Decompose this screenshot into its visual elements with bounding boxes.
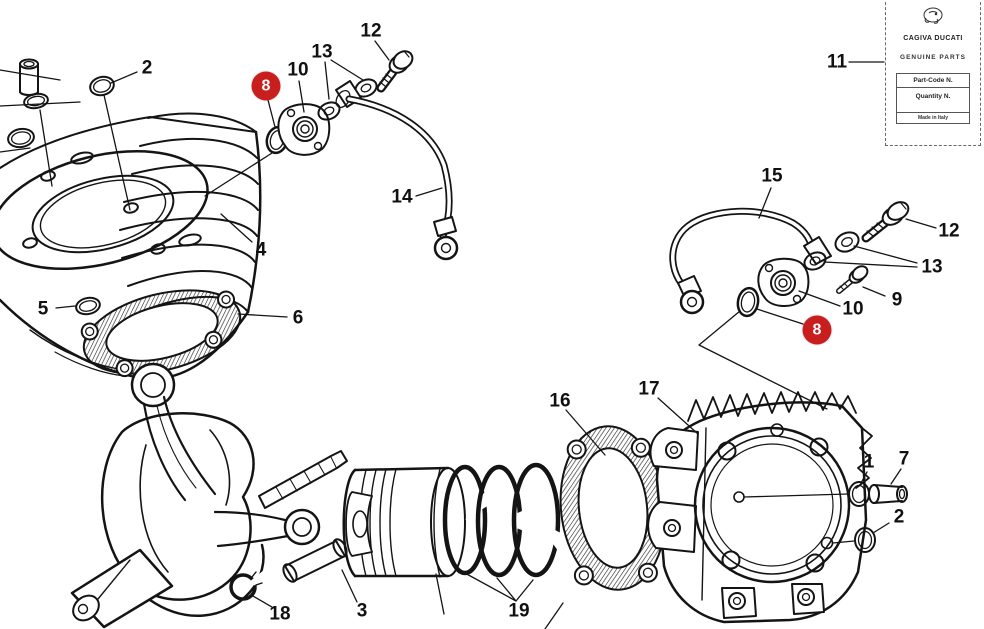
union-flange-right-drawing xyxy=(757,257,810,307)
part-callout-15: 15 xyxy=(761,165,783,187)
union-flange-left-drawing xyxy=(277,103,331,156)
part-callout-10-right: 10 xyxy=(842,298,864,320)
part-callout-17: 17 xyxy=(638,378,660,400)
part-code-card: Part-Code N. Quantity N. Made in Italy xyxy=(896,73,970,124)
part-callout-7: 7 xyxy=(898,448,910,470)
made-in-label: Made in Italy xyxy=(917,115,948,121)
genuine-parts-label-box: CAGIVA DUCATI GENUINE PARTS Part-Code N.… xyxy=(885,0,981,146)
part-callout-12-right: 12 xyxy=(938,220,960,242)
part-callout-18: 18 xyxy=(269,603,291,625)
head-gasket-left-drawing xyxy=(80,289,242,378)
connecting-rods-drawing xyxy=(130,362,348,548)
banjo-bolt-12-right-drawing xyxy=(861,201,910,243)
part-callout-10-left: 10 xyxy=(287,59,309,81)
piston-drawing xyxy=(342,466,466,578)
piston-pin-3-drawing xyxy=(282,538,348,583)
part-callout-2-right: 2 xyxy=(893,506,905,528)
part-callout-6: 6 xyxy=(292,307,304,329)
part-callout-2-top-left: 2 xyxy=(141,57,153,79)
oil-hose-15-drawing xyxy=(669,207,832,315)
part-badge-8-right[interactable]: 8 xyxy=(802,315,832,345)
base-gasket-16-drawing xyxy=(559,425,667,591)
crankshaft-drawing xyxy=(70,412,265,629)
banjo-bolt-12-left-drawing xyxy=(376,50,414,93)
dowel-orings-top-left-drawing xyxy=(7,58,49,149)
part-callout-5: 5 xyxy=(37,298,49,320)
elephant-logo-icon xyxy=(920,6,946,31)
part-callout-13-left: 13 xyxy=(311,41,333,63)
part-callout-19: 19 xyxy=(508,600,530,622)
part-callout-3: 3 xyxy=(356,600,368,622)
oring-8-right-drawing xyxy=(736,286,760,318)
part-code-label: Part-Code N. xyxy=(897,74,969,88)
genuine-parts-text: GENUINE PARTS xyxy=(900,54,966,61)
part-callout-4: 4 xyxy=(255,239,267,261)
part-callout-14: 14 xyxy=(391,186,413,208)
brand-text: CAGIVA DUCATI xyxy=(903,35,963,42)
cylinder-right-drawing xyxy=(647,391,873,624)
quantity-label: Quantity N. xyxy=(897,88,969,113)
oring-2-right-drawing xyxy=(854,527,876,553)
part-badge-8-left[interactable]: 8 xyxy=(251,71,281,101)
leader-lines xyxy=(0,40,937,629)
part-callout-12-left: 12 xyxy=(360,20,382,42)
bleed-screw-9-drawing xyxy=(836,265,869,294)
oil-hose-14-drawing xyxy=(345,95,459,261)
part-callout-13-right: 13 xyxy=(921,256,943,278)
part-callout-16: 16 xyxy=(549,390,571,412)
oring-5-drawing xyxy=(75,296,101,316)
part-callout-9: 9 xyxy=(891,289,903,311)
part-callout-1: 1 xyxy=(863,451,875,473)
part-callout-11: 11 xyxy=(826,51,848,73)
circlip-18-drawing xyxy=(229,570,268,601)
dowel-7-drawing xyxy=(868,484,908,504)
washers-13-right-drawing xyxy=(803,231,860,271)
